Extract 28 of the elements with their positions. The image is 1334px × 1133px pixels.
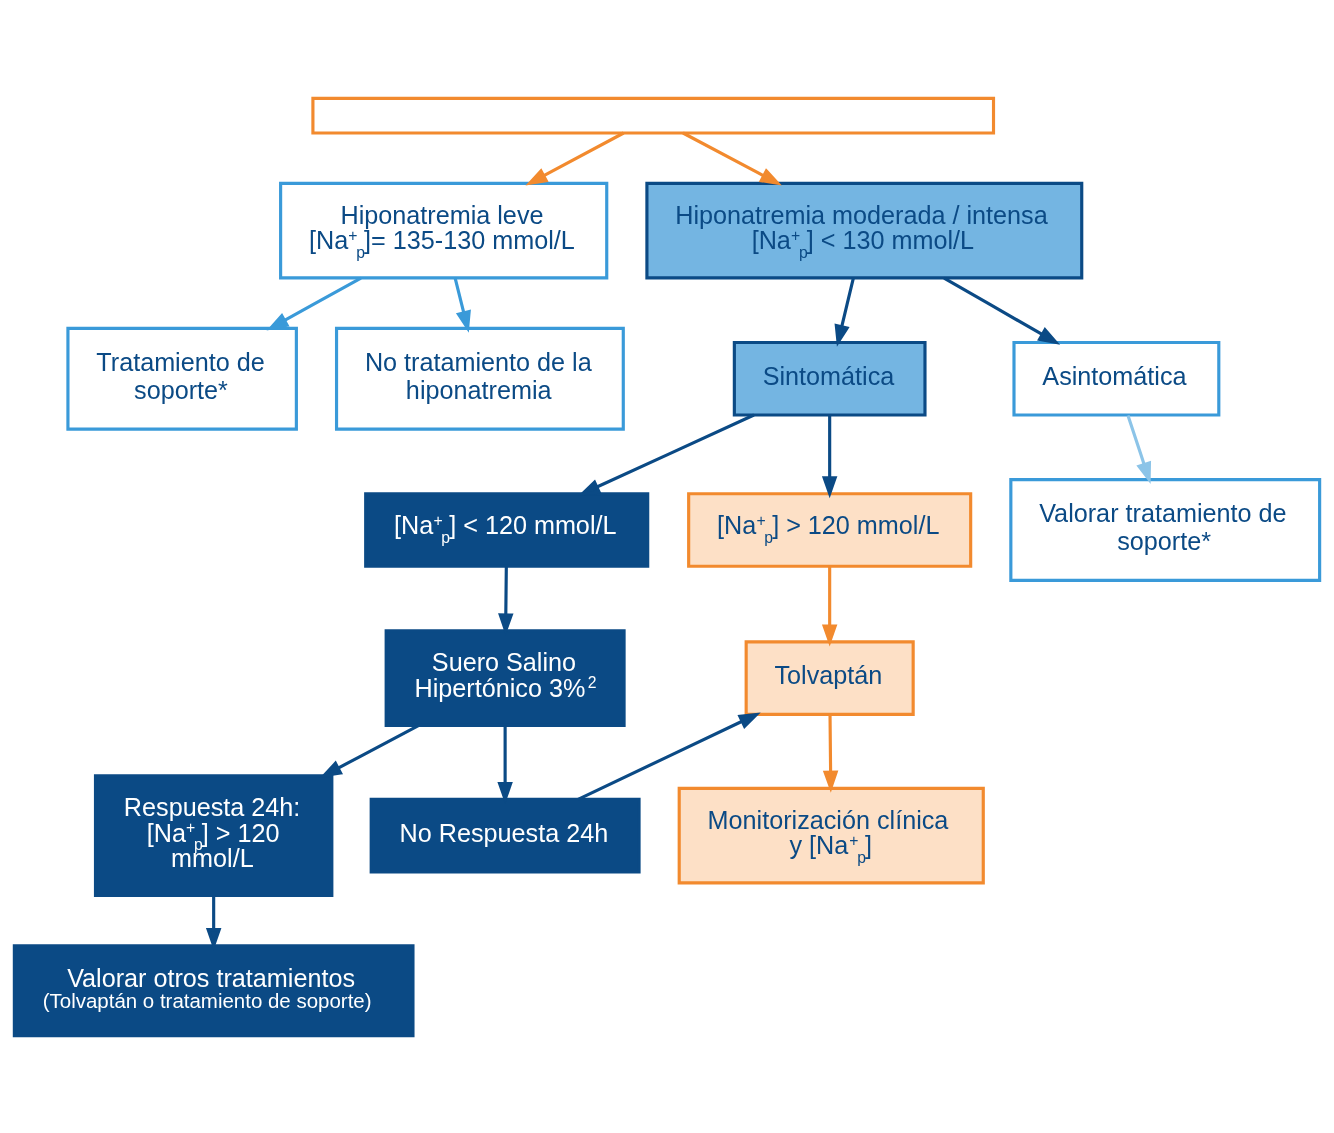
arrow <box>578 413 755 496</box>
node-box: [Na$^{+}$$_{p}$] < 120 mmol/L <box>364 491 650 568</box>
arrow <box>822 714 839 793</box>
arrow <box>943 276 1061 345</box>
arrow <box>577 711 761 801</box>
node-box: Hiponatremia moderada / intensa [Na$^{+}$$_{p}$] < 130 mmol/L <box>645 181 1084 279</box>
node-box: No Respuesta 24h <box>369 797 641 873</box>
node-box: Valorar tratamiento de soporte* <box>1009 477 1322 582</box>
arrow <box>821 566 838 646</box>
arrow <box>821 414 838 498</box>
node-box: Tolvaptán <box>744 639 915 716</box>
node-box: Respuesta 24h: [Na$^{+}$$_{p}$] > 120 mmol/L <box>93 773 334 897</box>
node-box: Monitorización clínica y [Na$^{+}$$_{p}$] <box>677 786 985 884</box>
arrow <box>525 131 625 185</box>
arrow <box>682 131 782 185</box>
node-box: No tratamiento de la hiponatremia <box>334 326 625 431</box>
node-box: Hiponatremia leve [Na$^{+}$$_{p}$]= 135-130 mmol/L <box>279 181 609 279</box>
node-box: Sintomática <box>732 340 927 417</box>
arrow <box>834 277 855 347</box>
node-box: Tratamiento de soporte* <box>66 326 298 431</box>
node-box: Suero Salino Hipertónico 3%$^{2}$ <box>384 628 626 727</box>
node-box: Valorar otros tratamientos (Tolvaptán o tratamiento de soporte) <box>12 943 415 1037</box>
arrow <box>453 277 471 333</box>
node-box <box>311 96 996 135</box>
arrow <box>1126 414 1152 484</box>
node-box: Asintomática <box>1012 340 1221 417</box>
node-box: [Na$^{+}$$_{p}$] > 120 mmol/L <box>687 491 973 568</box>
arrow <box>266 276 362 330</box>
